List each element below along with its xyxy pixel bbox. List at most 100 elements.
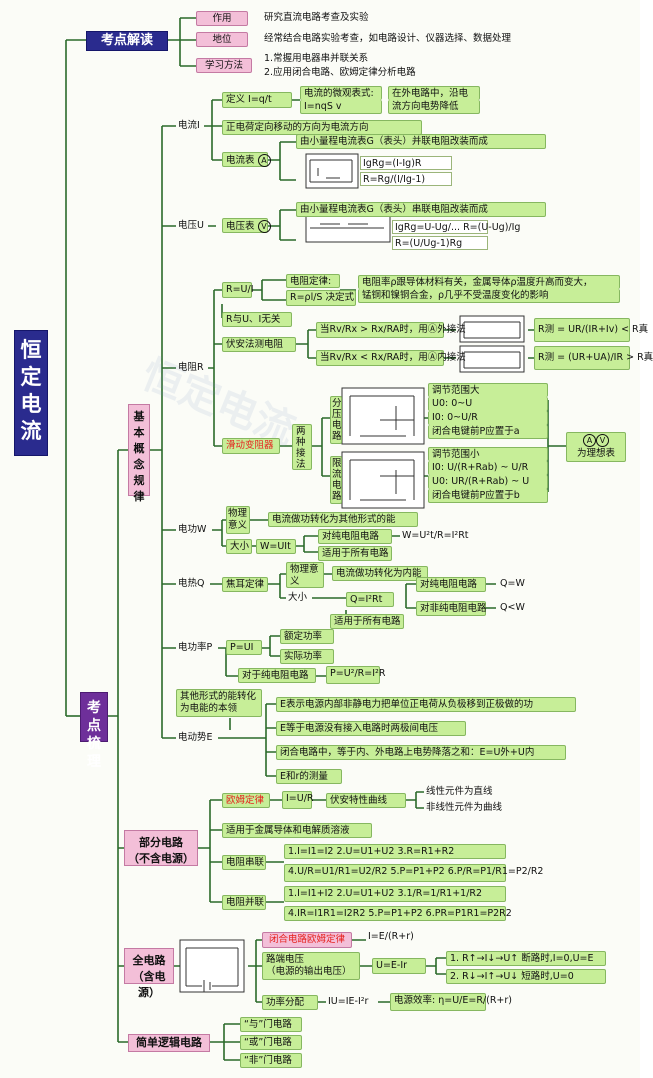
joule-law: 焦耳定律: [222, 577, 268, 592]
voltmeter-icon: V: [257, 220, 271, 233]
kaodian-desc-zuoyong: 研究直流电路考查及实验: [264, 12, 369, 23]
efficiency: 电源效率: η=U/E=R/(R+r): [390, 993, 512, 1011]
heat-nonpure: 对非纯电阻电路: [416, 601, 487, 616]
external-condition: 当Rv/Rx > Rx/RA时，用Ⓐ外接法: [316, 322, 466, 338]
power-rated: 额定功率: [280, 629, 334, 644]
limiter-circuit: 限流电路: [330, 456, 342, 504]
power-pure: 对于纯电阻电路: [238, 668, 316, 683]
heat-meaning-label: 物理意义: [286, 562, 324, 588]
heat-label: 电热Q: [178, 578, 205, 589]
work-all: 适用于所有电路: [318, 546, 392, 561]
work-size-label: 大小: [226, 539, 252, 554]
resistance-independent: R与U、I无关: [222, 312, 292, 327]
work-formula: W=UIt: [256, 539, 296, 554]
resistance-label: 电阻R: [178, 362, 204, 373]
heat-all: 适用于所有电路: [330, 614, 404, 629]
va-curve: 伏安特性曲线: [326, 793, 406, 808]
heat-size-label: 大小: [288, 592, 308, 603]
resistance-law-formula: R=ρl/S 决定式: [286, 290, 356, 306]
voltmeter-formula-2: R=(U/Ug-1)Rg: [392, 236, 488, 250]
terminal-case-1: 1. R↑→I↓→U↑ 断路时,I=0,U=E: [446, 951, 606, 966]
heat-pure: 对纯电阻电路: [416, 577, 486, 592]
ohm-law: 欧姆定律: [222, 793, 270, 808]
shuli-header: 考点梳理: [80, 692, 108, 770]
voltage-label: 电压U: [178, 220, 204, 231]
ohm-formula: I=U/R: [282, 791, 314, 809]
current-micro-1: 电流的微观表式:: [300, 86, 382, 100]
resistivity-1: 电阻率ρ跟导体材料有关，金属导体ρ温度升高而变大，: [358, 275, 620, 289]
power-actual: 实际功率: [280, 649, 334, 664]
kaodian-item-diwei: 地位: [196, 32, 248, 47]
parallel-rule-2: 4.IR=I1R1=I2R2 5.P=P1+P2 6.PR=P1R1=P2R2: [284, 906, 512, 921]
series-rule-2: 4.U/R=U1/R1=U2/R2 5.P=P1+P2 6.P/R=P1/R1=…: [284, 864, 543, 882]
divider-range-4: 闭合电键前P应置于a: [428, 425, 548, 439]
external-result: R测 = UR/(IR+Iv) < R真: [534, 318, 648, 342]
ammeter-icon: A: [257, 154, 271, 167]
series-label: 电阻串联: [222, 855, 266, 870]
work-meaning: 电流做功转化为其他形式的能: [268, 512, 418, 527]
internal-result: R测 = (UR+UA)/IR > R真: [534, 346, 653, 370]
rheostat-label: 滑动变阻器: [222, 438, 280, 454]
terminal-formula: U=E-Ir: [372, 958, 426, 974]
work-label: 电功W: [178, 524, 207, 535]
limiter-range-2: I0: U/(R+Rab) ~ U/R: [428, 461, 548, 475]
ohm-applies: 适用于金属导体和电解质溶液: [222, 823, 372, 838]
ammeter-desc: 由小量程电流表G（表头）并联电阻改装而成: [296, 134, 546, 149]
kaodian-desc-diwei: 经常结合电路实验考查，如电路设计、仪器选择、数据处理: [264, 33, 512, 44]
logic-not: “非”门电路: [240, 1053, 302, 1068]
nonlinear-element: 非线性元件为曲线: [426, 802, 503, 813]
divider-range-2: U0: 0~U: [428, 397, 548, 411]
terminal-voltage: 路端电压（电源的输出电压）: [262, 952, 360, 980]
emf-desc-3: 闭合电路中，等于内、外电路上电势降落之和：E=U外+U内: [276, 745, 566, 760]
two-ways: 两种接法: [292, 424, 312, 470]
voltmeter-label: 电压表 V: [222, 218, 271, 233]
emf-desc-2: E等于电源没有接入电路时两极间电压: [276, 721, 466, 736]
emf-intro: 其他形式的能转化为电能的本领: [176, 689, 262, 717]
kaodian-item-method: 学习方法: [196, 58, 252, 73]
power-formula: P=UI: [226, 640, 262, 655]
power-label: 电功率P: [178, 642, 213, 653]
current-def: 定义 I=q/t: [222, 92, 292, 108]
heat-formula: Q=I²Rt: [346, 592, 394, 607]
current-direction: 正电荷定向移动的方向为电流方向: [222, 120, 422, 135]
divider-range-3: I0: 0~U/R: [428, 411, 548, 425]
voltmeter-icon: V: [596, 434, 609, 447]
kaodian-header: 考点解读: [86, 31, 168, 51]
closed-ohm-formula: I=E/(R+r): [368, 931, 414, 942]
terminal-case-2: 2. R↓→I↑→U↓ 短路时,U=0: [446, 969, 606, 984]
internal-condition: 当Rv/Rx < Rx/RA时，用Ⓐ内接法: [316, 350, 466, 366]
current-outer-2: 流方向电势降低: [388, 100, 480, 114]
voltmeter-desc: 由小量程电流表G（表头）串联电阻改装而成: [296, 202, 546, 217]
emf-desc-4: E和r的测量: [276, 769, 342, 784]
full-category: 全电路（含电源）: [124, 948, 174, 999]
parallel-label: 电阻并联: [222, 895, 266, 910]
current-micro-2: I=nqS v: [300, 100, 382, 114]
work-pure: 对纯电阻电路: [318, 529, 392, 544]
work-meaning-label: 物理意义: [226, 506, 250, 534]
resistance-def: R=U/I: [222, 282, 254, 298]
root-title: 恒定电流: [14, 330, 48, 456]
ammeter-label: 电流表 A: [222, 152, 271, 167]
power-pure-formula: P=U²/R=I²R: [326, 666, 385, 684]
heat-meaning: 电流做功转化为内能: [332, 566, 428, 581]
power-allocation-formula: IU=IE-I²r: [328, 996, 369, 1007]
emf-desc-1: E表示电源内部非静电力把单位正电荷从负极移到正极做的功: [276, 697, 576, 712]
heat-pure-rel: Q=W: [500, 578, 525, 589]
current-outer-1: 在外电路中，沿电: [388, 86, 480, 100]
limiter-range-3: U0: UR/(R+Rab) ~ U: [428, 475, 548, 489]
kaodian-desc-method-1: 1.常握用电器串并联关系: [264, 53, 369, 64]
resistance-law-title: 电阻定律:: [286, 274, 340, 288]
resistivity-2: 锰铜和镍铜合金，ρ几乎不受温度变化的影响: [358, 289, 620, 303]
limiter-range-1: 调节范围小: [428, 447, 548, 461]
divider-circuit: 分压电路: [330, 396, 342, 444]
divider-range-1: 调节范围大: [428, 383, 548, 397]
parallel-rule-1: 1.I=I1+I2 2.U=U1+U2 3.1/R=1/R1+1/R2: [284, 886, 506, 902]
voltmeter-formula-1: IgRg=U-Ug/... R=(U-Ug)/Ig: [392, 220, 520, 234]
heat-nonpure-rel: Q<W: [500, 602, 525, 613]
current-label: 电流I: [178, 120, 200, 131]
linear-element: 线性元件为直线: [426, 786, 493, 797]
logic-category: 简单逻辑电路: [128, 1034, 210, 1052]
basic-category: 基本概念规律: [128, 404, 150, 503]
ammeter-icon: A: [583, 434, 596, 447]
